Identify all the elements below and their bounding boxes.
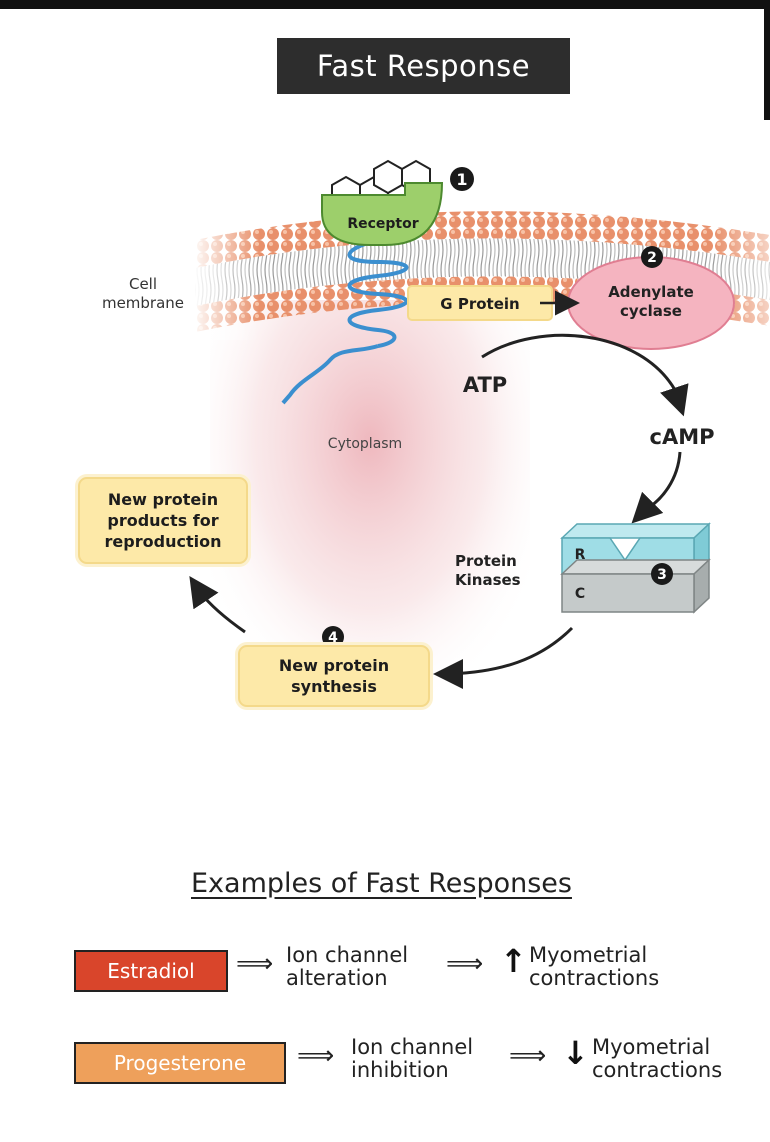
hormone-badge-progesterone: Progesterone xyxy=(74,1042,286,1084)
increase-arrow-icon: ↑ xyxy=(500,942,527,980)
examples-heading: Examples of Fast Responses xyxy=(191,868,572,899)
cell-membrane-label: Cell membrane xyxy=(101,275,185,312)
effect-text: Myometrial contractions xyxy=(592,1035,723,1082)
receptor-shape xyxy=(321,182,444,246)
right-border xyxy=(764,0,770,120)
implies-arrow: ⟹ xyxy=(297,1041,335,1071)
step-4-label: 4 xyxy=(328,630,338,646)
hormone-badge-estradiol: Estradiol xyxy=(74,950,228,992)
step-3-marker xyxy=(651,563,673,585)
effect-text: Myometrial contractions xyxy=(529,943,660,990)
atp-label: ATP xyxy=(463,373,507,397)
implies-arrow: ⟹ xyxy=(509,1041,547,1071)
camp-label: cAMP xyxy=(650,425,715,449)
arrow-camp-to-kinase xyxy=(631,451,682,524)
page-title: Fast Response xyxy=(277,38,570,94)
arrow-atp-to-camp xyxy=(481,333,689,417)
step-1-marker xyxy=(450,167,474,191)
top-border xyxy=(0,0,770,9)
kinase-r-label: R xyxy=(575,547,586,563)
step-4-marker xyxy=(322,626,344,648)
mechanism-text: Ion channel inhibition xyxy=(351,1035,474,1082)
mechanism-text: Ion channel alteration xyxy=(286,943,409,990)
receptor-label: Receptor xyxy=(347,216,418,232)
cytoplasm-label: Cytoplasm xyxy=(328,436,402,452)
arrow-kinase-to-synthesis xyxy=(433,626,574,689)
implies-arrow: ⟹ xyxy=(446,949,484,979)
new-protein-products-box: New protein products for reproduction xyxy=(78,477,248,564)
receptor-coil xyxy=(281,238,409,405)
implies-arrow: ⟹ xyxy=(236,949,274,979)
step-2-marker xyxy=(641,246,663,268)
arrow-synthesis-to-products xyxy=(189,576,246,634)
step-3-label: 3 xyxy=(657,567,667,583)
protein-kinases-label: Protein Kinases xyxy=(455,552,521,589)
adenylate-cyclase-label: Adenylate cyclase xyxy=(608,283,694,320)
g-protein-label: G Protein xyxy=(440,295,519,313)
decrease-arrow-icon: ↓ xyxy=(562,1034,589,1072)
new-protein-synthesis-box: New protein synthesis xyxy=(238,645,430,707)
step-1-label: 1 xyxy=(456,170,467,189)
step-2-label: 2 xyxy=(647,250,657,266)
kinase-c-label: C xyxy=(575,586,585,602)
